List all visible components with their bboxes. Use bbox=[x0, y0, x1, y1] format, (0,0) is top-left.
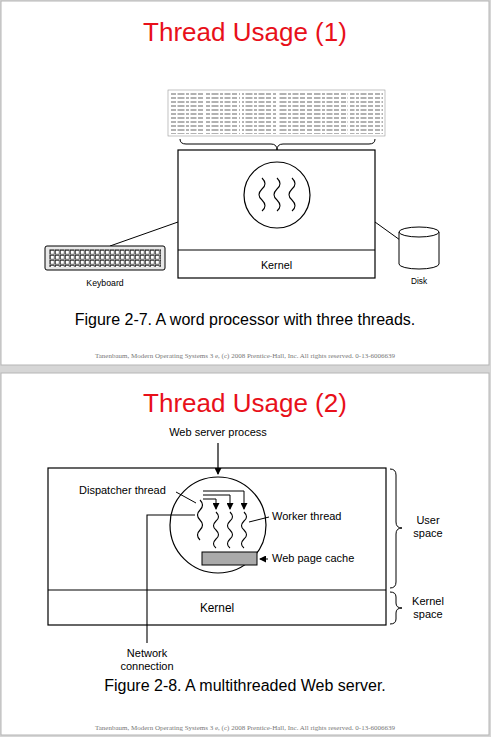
leader-line bbox=[260, 559, 268, 560]
document-page bbox=[278, 92, 312, 134]
server-box bbox=[48, 468, 386, 625]
process-circle bbox=[170, 477, 266, 573]
document-page bbox=[206, 92, 240, 134]
process-circle bbox=[242, 512, 247, 548]
space-brace bbox=[390, 469, 402, 588]
process-circle bbox=[203, 495, 230, 509]
disk-device: Disk bbox=[394, 224, 444, 286]
disk-symbol bbox=[375, 222, 439, 269]
process-circle bbox=[244, 162, 310, 228]
document-page bbox=[168, 90, 385, 136]
thread-label: Worker thread bbox=[272, 510, 342, 523]
network-line bbox=[147, 515, 195, 643]
kernel-band: Kernel bbox=[49, 591, 385, 625]
node-label: Kernel bbox=[178, 259, 375, 271]
node-label: Kernel bbox=[49, 601, 385, 615]
keyboard-symbol bbox=[45, 222, 178, 270]
process-circle bbox=[259, 178, 265, 211]
process-circle bbox=[170, 477, 266, 573]
slide-background bbox=[1, 1, 489, 365]
slide-background bbox=[1, 373, 489, 735]
computer-box bbox=[178, 150, 375, 278]
process-circle bbox=[228, 512, 233, 548]
process-circle bbox=[198, 500, 203, 540]
leader-line bbox=[249, 517, 269, 522]
server-box bbox=[48, 468, 386, 625]
leader-line bbox=[176, 492, 196, 503]
slide-title: Thread Usage (1) bbox=[143, 18, 347, 48]
figure-caption: Figure 2-7. A word processor with three … bbox=[75, 311, 416, 329]
connection-label: Network connection bbox=[105, 647, 189, 672]
document-page bbox=[350, 92, 383, 134]
process-circle bbox=[289, 178, 295, 211]
process-label: Web server process bbox=[169, 426, 267, 439]
kernel-band: Kernel bbox=[178, 251, 375, 278]
footer-note: Tanenbaum, Modern Operating Systems 3 e,… bbox=[95, 724, 395, 732]
computer-box bbox=[178, 150, 375, 278]
space-label: User space bbox=[403, 514, 453, 539]
space-brace bbox=[390, 469, 402, 624]
thread-label: Dispatcher thread bbox=[79, 484, 166, 497]
keyboard-symbol bbox=[49, 249, 161, 267]
computer-box bbox=[178, 249, 375, 250]
process-circle bbox=[274, 178, 280, 211]
disk-symbol bbox=[399, 227, 439, 237]
slide-title: Thread Usage (2) bbox=[143, 389, 347, 419]
arrow bbox=[217, 443, 218, 474]
process-circle bbox=[214, 512, 219, 548]
space-label: Kernel space bbox=[403, 595, 453, 620]
process-circle bbox=[244, 162, 310, 228]
node-label: Keyboard bbox=[40, 278, 170, 288]
footer-note: Tanenbaum, Modern Operating Systems 3 e,… bbox=[95, 352, 395, 360]
cache-label: Web page cache bbox=[272, 552, 354, 565]
process-circle bbox=[203, 491, 244, 509]
keyboard-device: Keyboard bbox=[40, 244, 170, 288]
disk-symbol bbox=[399, 232, 439, 269]
document-page bbox=[242, 92, 276, 134]
document-page bbox=[168, 90, 385, 136]
leader-line bbox=[176, 492, 269, 559]
brace bbox=[180, 139, 375, 150]
keyboard-symbol bbox=[45, 246, 165, 270]
figure-caption: Figure 2-8. A multithreaded Web server. bbox=[104, 677, 386, 695]
server-box bbox=[48, 589, 386, 590]
keyboard-symbol bbox=[110, 222, 178, 246]
process-circle bbox=[202, 552, 257, 565]
node-label: Disk bbox=[394, 277, 444, 286]
document-page bbox=[170, 92, 204, 134]
disk-symbol bbox=[375, 222, 400, 240]
space-brace bbox=[390, 592, 402, 624]
document-page bbox=[314, 92, 348, 134]
process-circle bbox=[203, 499, 216, 509]
